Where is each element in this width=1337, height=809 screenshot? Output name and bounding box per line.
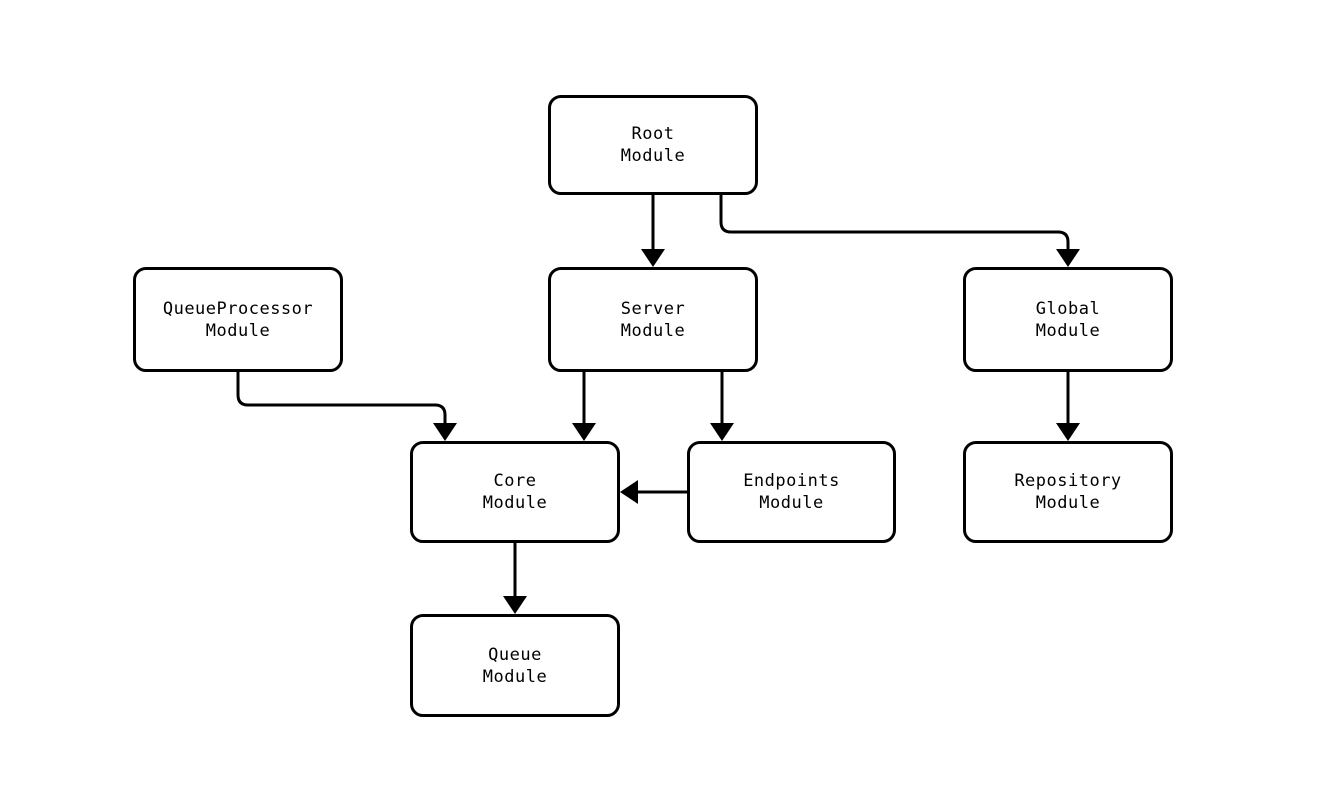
node-server-module[interactable]: Server Module: [548, 267, 758, 372]
node-global-module[interactable]: Global Module: [963, 267, 1173, 372]
node-queue-module-label: Queue Module: [482, 644, 548, 687]
edge-queueprocessor-to-core: [236, 372, 457, 441]
edge-server-to-endpoints: [710, 372, 734, 441]
edge-root-to-global-line: [719, 195, 1070, 258]
node-global-module-label: Global Module: [1035, 298, 1101, 341]
node-endpoints-module-label: Endpoints Module: [743, 471, 840, 513]
edge-root-to-global-arrowhead-icon: [1056, 249, 1080, 267]
node-core-module-label: Core Module: [482, 471, 548, 513]
edge-server-to-core: [572, 372, 596, 441]
edge-server-to-endpoints-arrowhead-icon: [710, 423, 734, 441]
node-repository-module-label: Repository Module: [1014, 471, 1122, 513]
edge-queueprocessor-to-core-arrowhead-icon: [433, 423, 457, 441]
edge-queueprocessor-to-core-line: [236, 372, 447, 432]
node-endpoints-module[interactable]: Endpoints Module: [687, 441, 896, 543]
node-core-module[interactable]: Core Module: [410, 441, 620, 543]
node-root-module-label: Root Module: [620, 124, 686, 166]
edge-root-to-server-arrowhead-icon: [641, 249, 665, 267]
edge-endpoints-to-core-arrowhead-icon: [620, 480, 638, 504]
edge-root-to-server: [641, 195, 665, 267]
node-server-module-label: Server Module: [620, 298, 686, 341]
edge-core-to-queue: [503, 543, 527, 614]
edge-server-to-core-arrowhead-icon: [572, 423, 596, 441]
node-queue-module[interactable]: Queue Module: [410, 614, 620, 717]
edge-endpoints-to-core: [620, 480, 687, 504]
node-repository-module[interactable]: Repository Module: [963, 441, 1173, 543]
edge-global-to-repository-arrowhead-icon: [1056, 423, 1080, 441]
edge-core-to-queue-arrowhead-icon: [503, 596, 527, 614]
node-root-module[interactable]: Root Module: [548, 95, 758, 195]
edge-root-to-global: [719, 195, 1080, 267]
edge-global-to-repository: [1056, 372, 1080, 441]
node-queueprocessor-module[interactable]: QueueProcessor Module: [133, 267, 343, 372]
node-queueprocessor-module-label: QueueProcessor Module: [162, 298, 314, 341]
